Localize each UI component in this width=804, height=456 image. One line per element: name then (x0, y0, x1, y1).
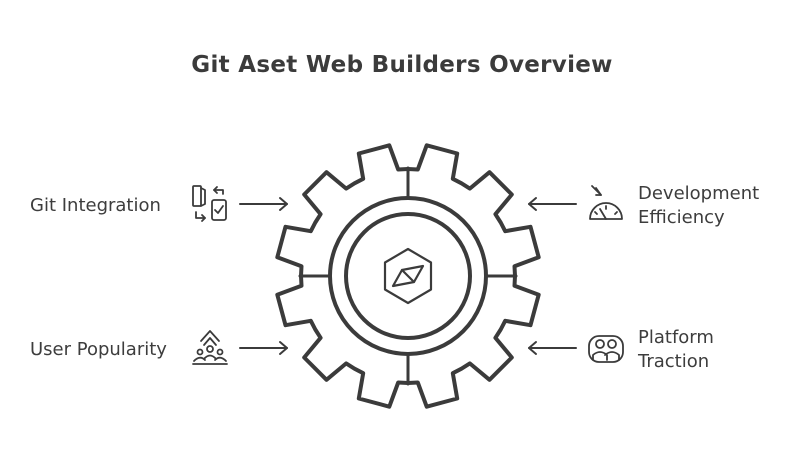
diagram-title: Git Aset Web Builders Overview (191, 52, 613, 78)
arrow-user-popularity (239, 341, 288, 355)
users-up-icon (192, 330, 228, 365)
label-platform-traction: Platform Traction (638, 326, 714, 374)
arrow-git-integration (239, 197, 288, 211)
arrow-development-efficiency (528, 197, 577, 211)
team-icon (588, 335, 624, 363)
gear-outer-ring (328, 196, 488, 356)
git-sync-icon (192, 185, 227, 222)
compass-icon (383, 247, 433, 305)
label-development-efficiency-line2: Efficiency (638, 207, 725, 228)
label-user-popularity: User Popularity (30, 339, 167, 360)
label-development-efficiency: Development Efficiency (638, 182, 759, 230)
label-development-efficiency-line1: Development (638, 183, 760, 204)
label-platform-traction-line1: Platform (638, 327, 714, 348)
gear-inner-ring (344, 212, 472, 340)
arrow-platform-traction (528, 341, 577, 355)
speedometer-icon (589, 185, 623, 220)
label-platform-traction-line2: Traction (638, 351, 710, 372)
label-git-integration: Git Integration (30, 195, 161, 216)
